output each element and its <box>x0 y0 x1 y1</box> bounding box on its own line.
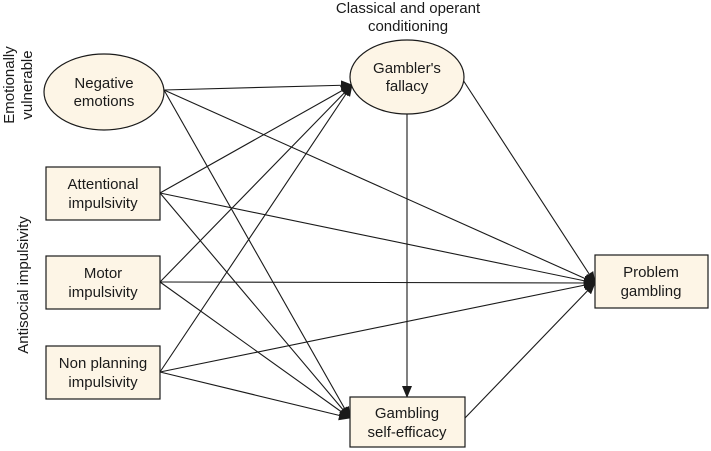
node-attentional-line-2: impulsivity <box>68 195 138 212</box>
node-gambling-self-efficacy: Gambling self-efficacy <box>349 396 466 448</box>
edge-motor-to-self-efficacy <box>159 281 351 419</box>
header-line-1: Classical and operant <box>336 0 481 17</box>
edge-gamblers-fallacy-to-problem-gambling <box>462 79 596 284</box>
edge-motor-to-gamblers-fallacy <box>159 84 353 283</box>
edge-attentional-to-self-efficacy <box>159 192 351 419</box>
node-attentional-line-1: Attentional <box>68 176 139 193</box>
node-gamblers-fallacy-line-1: Gambler's <box>373 60 441 77</box>
edge-non-planning-to-self-efficacy <box>159 371 351 421</box>
edge-non-planning-to-problem-gambling <box>159 280 596 373</box>
node-problem-gambling-line-1: Problem <box>623 264 679 281</box>
node-gamblers-fallacy-line-2: fallacy <box>386 78 429 95</box>
node-non-planning-line-1: Non planning <box>59 355 147 372</box>
header-line-2: conditioning <box>368 18 448 35</box>
node-problem-gambling: Problem gambling <box>594 254 709 309</box>
svg-text:Emotionally: Emotionally <box>1 46 18 124</box>
edges-layer <box>159 79 596 421</box>
node-negative-emotions-line-2: emotions <box>74 93 135 110</box>
edge-negative-emotions-to-problem-gambling <box>163 89 596 284</box>
edge-non-planning-to-gamblers-fallacy <box>159 84 353 373</box>
node-negative-emotions: Negative emotions <box>43 53 165 131</box>
node-negative-emotions-line-1: Negative <box>74 75 133 92</box>
node-problem-gambling-line-2: gambling <box>621 283 682 300</box>
node-non-planning-line-2: impulsivity <box>68 374 138 391</box>
node-motor-line-2: impulsivity <box>68 284 138 301</box>
node-gamblers-fallacy: Gambler's fallacy <box>349 39 465 115</box>
edge-motor-to-problem-gambling <box>159 277 596 288</box>
edge-negative-emotions-to-self-efficacy <box>163 89 351 419</box>
node-self-efficacy-line-1: Gambling <box>375 405 439 422</box>
side-label-emotional: Emotionally vulnerable <box>1 46 36 124</box>
edge-attentional-to-gamblers-fallacy <box>159 84 353 194</box>
side-label-antisocial: Antisocial impulsivity <box>15 216 32 354</box>
svg-text:Antisocial impulsivity: Antisocial impulsivity <box>15 216 32 354</box>
svg-text:vulnerable: vulnerable <box>19 50 36 119</box>
node-attentional-impulsivity: Attentional impulsivity <box>45 166 161 221</box>
node-non-planning-impulsivity: Non planning impulsivity <box>45 345 161 400</box>
node-motor-line-1: Motor <box>84 265 122 282</box>
edge-self-efficacy-to-problem-gambling <box>464 282 596 419</box>
node-self-efficacy-line-2: self-efficacy <box>368 424 447 441</box>
edge-negative-emotions-to-gamblers-fallacy <box>163 80 353 91</box>
node-motor-impulsivity: Motor impulsivity <box>45 255 161 310</box>
